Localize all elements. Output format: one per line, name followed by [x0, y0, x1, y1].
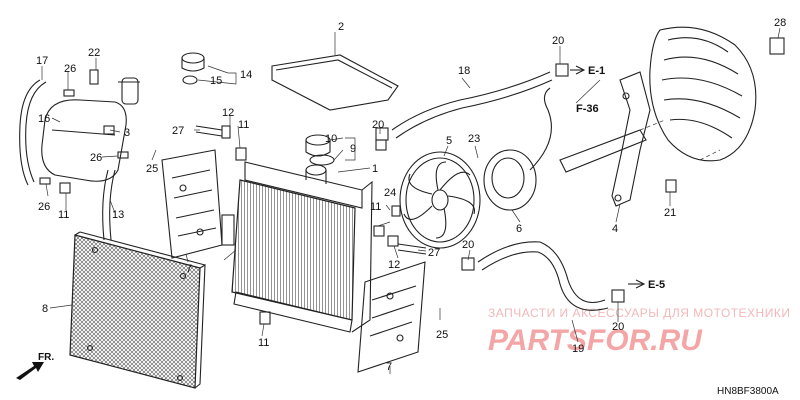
part-28-fan-cover [649, 26, 785, 162]
callout-26a: 26 [64, 63, 76, 75]
callout-11c: 11 [258, 337, 269, 349]
callout-21: 21 [664, 207, 676, 219]
callout-25a: 25 [146, 163, 158, 175]
callout-25b: 25 [436, 329, 448, 341]
watermark-logo: PARTSFOR.RU [488, 324, 703, 357]
ref-e5: E-5 [648, 279, 665, 291]
callout-11a: 11 [58, 209, 69, 221]
callout-10: 10 [325, 133, 337, 145]
callout-28: 28 [774, 17, 786, 29]
callout-11b: 11 [238, 119, 249, 131]
part-8-shroud [69, 231, 206, 389]
callout-15: 15 [210, 75, 222, 87]
callout-3: 3 [124, 127, 130, 139]
callout-20b: 20 [552, 35, 564, 47]
callout-18: 18 [458, 65, 470, 77]
watermark-caption: ЗАПЧАСТИ И АКСЕССУАРЫ ДЛЯ МОТОТЕХНИКИ [488, 306, 790, 320]
part-1-radiator [221, 161, 373, 333]
diagram-code: HN8BF3800A [717, 386, 779, 397]
callout-9: 9 [350, 143, 356, 155]
callout-27a: 27 [172, 125, 184, 137]
part-19-hose [477, 241, 606, 304]
callout-1: 1 [372, 163, 378, 175]
part-5-fan [399, 151, 481, 249]
callout-7a: 7 [186, 263, 192, 275]
callout-20c: 20 [462, 239, 474, 251]
ref-f36: F-36 [576, 103, 599, 115]
callout-22: 22 [88, 47, 100, 59]
callout-23: 23 [468, 133, 480, 145]
callout-4: 4 [612, 223, 618, 235]
callout-27b: 27 [428, 247, 440, 259]
part-18-hose [391, 71, 551, 131]
callout-26c: 26 [38, 201, 50, 213]
callout-2: 2 [338, 21, 344, 33]
callout-12a: 12 [222, 107, 234, 119]
part-7-bracket-right [357, 261, 426, 373]
part-2-cover [271, 54, 399, 111]
callout-14: 14 [240, 69, 252, 81]
callout-13: 13 [112, 209, 124, 221]
callout-8: 8 [42, 303, 48, 315]
callout-11d: 11 [370, 201, 381, 213]
callout-26b: 26 [90, 152, 102, 164]
callout-19: 19 [572, 343, 584, 355]
callout-5: 5 [446, 135, 452, 147]
callout-6: 6 [516, 223, 522, 235]
part-4-bracket [559, 71, 651, 207]
callout-17: 17 [36, 55, 48, 67]
part-7-bracket-left [161, 149, 223, 259]
callout-20d: 20 [612, 321, 624, 333]
callout-24: 24 [384, 187, 396, 199]
part-13-hose [102, 169, 109, 241]
callout-16: 16 [38, 113, 50, 125]
callout-7b: 7 [386, 361, 392, 373]
fr-label: FR. [38, 352, 54, 363]
callout-12b: 12 [388, 259, 400, 271]
part-17-hose [19, 79, 41, 186]
fr-direction-arrow: FR. [16, 352, 54, 380]
ref-e1: E-1 [588, 65, 605, 77]
callout-20a: 20 [372, 119, 384, 131]
part-6-motor [483, 87, 552, 211]
